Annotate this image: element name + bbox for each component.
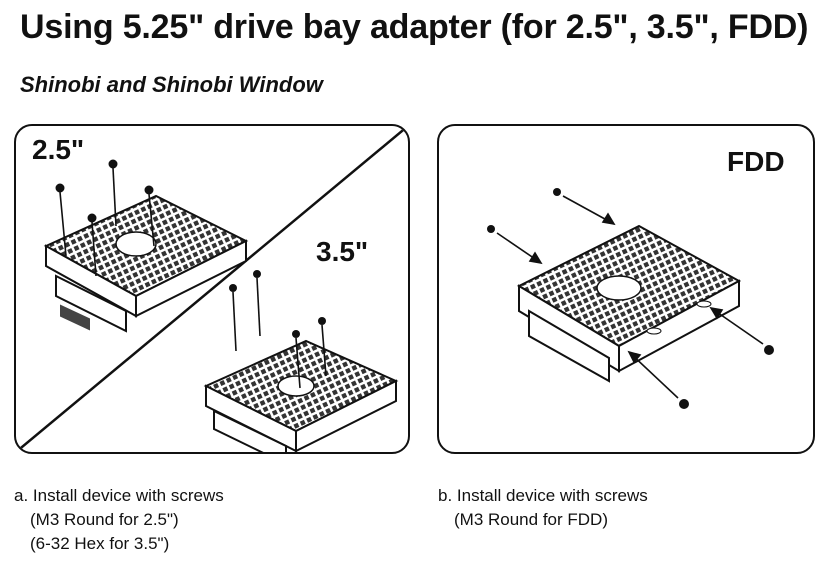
panel-b-drawing [487, 188, 774, 409]
size-label-3-5: 3.5" [316, 236, 369, 267]
caption-b-line1: b. Install device with screws [438, 486, 648, 505]
drive-bay-adapter-icon [516, 224, 742, 383]
caption-a-line3: (6-32 Hex for 3.5") [30, 534, 170, 553]
drive-bay-adapter-icon [43, 194, 249, 333]
size-label-fdd: FDD [727, 146, 785, 177]
drive-bay-adapter-icon [203, 339, 399, 452]
size-label-2-5: 2.5" [32, 134, 85, 165]
page-title: Using 5.25" drive bay adapter (for 2.5",… [20, 8, 809, 46]
arrow-icon [496, 195, 764, 399]
screw-icon [229, 270, 326, 338]
diagonal-divider [16, 126, 408, 452]
caption-a-line1: a. Install device with screws [14, 486, 224, 505]
caption-b: b. Install device with screws (M3 Round … [438, 484, 648, 532]
screw-icon [487, 188, 774, 409]
arrow-icon [59, 167, 155, 277]
caption-a-line2: (M3 Round for 2.5") [30, 510, 179, 529]
caption-a: a. Install device with screws (M3 Round … [14, 484, 224, 556]
caption-b-line2: (M3 Round for FDD) [454, 510, 608, 529]
arrow-icon [232, 277, 327, 389]
panel-b-illustration: FDD [437, 124, 815, 454]
panel-a-drawing [16, 126, 408, 452]
panel-a-illustration: 2.5" 3.5" [14, 124, 410, 454]
page-subtitle: Shinobi and Shinobi Window [20, 72, 323, 97]
